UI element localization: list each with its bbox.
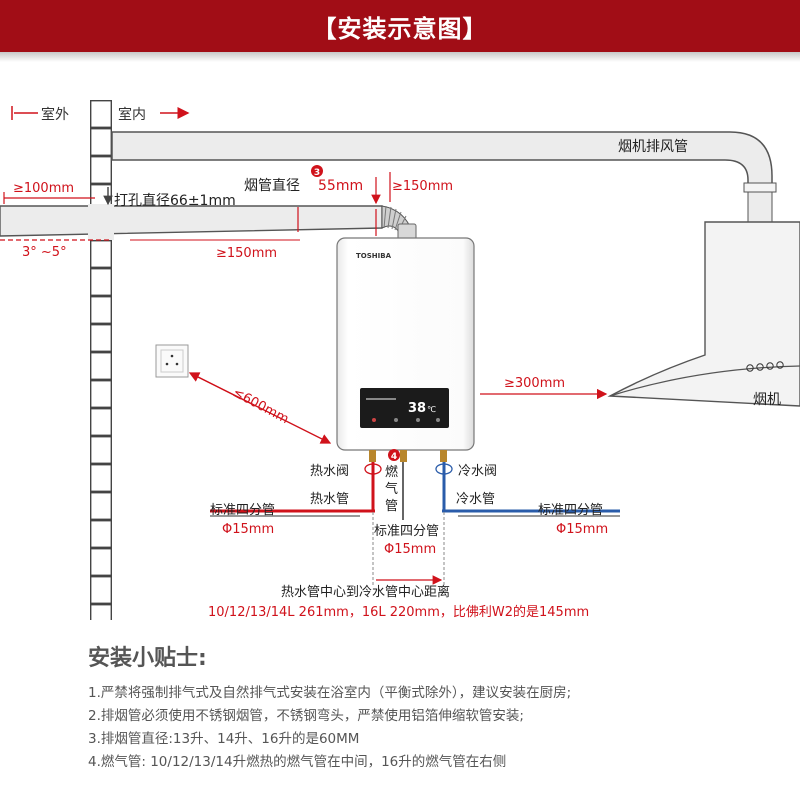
hood-label: 烟机 bbox=[753, 392, 781, 408]
left-std-dia: Φ15mm bbox=[222, 522, 274, 537]
flue-dia-value: 55mm bbox=[318, 178, 363, 194]
tip-item-4: 4.燃气管: 10/12/13/14升燃热的燃气管在中间，16升的燃气管在右侧 bbox=[88, 754, 507, 770]
center-std-dia: Φ15mm bbox=[384, 542, 436, 557]
tip-item-3: 3.排烟管直径:13升、14升、16升的是60MM bbox=[88, 731, 360, 747]
gas-fitting bbox=[400, 450, 407, 462]
center-distance-label: 热水管中心到冷水管中心距离 bbox=[281, 584, 450, 600]
outdoor-min-label: ≥100mm bbox=[13, 181, 74, 196]
display-button-4 bbox=[436, 418, 440, 422]
socket-hole-1 bbox=[170, 354, 174, 358]
hood-button-4 bbox=[776, 361, 784, 369]
flue-dia-label: 烟管直径 bbox=[244, 177, 300, 194]
gas-label-3: 管 bbox=[385, 499, 398, 514]
hood-distance-label: ≥300mm bbox=[504, 376, 565, 391]
side-clear-label: ≥150mm bbox=[216, 246, 277, 261]
gas-marker-number: 4 bbox=[391, 452, 397, 462]
tip-item-2: 2.排烟管必须使用不锈钢烟管，不锈钢弯头，严禁使用铝箔伸缩软管安装; bbox=[88, 708, 524, 724]
display-button-1 bbox=[372, 418, 376, 422]
flue-dia-marker bbox=[311, 165, 323, 177]
cold-pipe-label: 冷水管 bbox=[456, 492, 495, 507]
socket-distance-label: ≤600mm bbox=[230, 385, 291, 427]
header-banner: 【安装示意图】 bbox=[0, 0, 800, 62]
flue-dia-marker-number: 3 bbox=[314, 168, 320, 178]
center-std-label: 标准四分管 bbox=[374, 524, 439, 539]
right-std-label: 标准四分管 bbox=[538, 503, 603, 518]
flue-pipe bbox=[0, 205, 383, 237]
brand-logo: TOSHIBA bbox=[356, 252, 392, 260]
installation-diagram: 室外 室内 烟机排风管 烟机 ≥100mm 打孔直径66±1mm 烟管直径 3 … bbox=[0, 100, 800, 620]
indoor-label: 室内 bbox=[118, 106, 146, 123]
page-title: 【安装示意图】 bbox=[312, 15, 488, 43]
tips-title: 安装小贴士: bbox=[88, 646, 207, 671]
display-temperature: 38 bbox=[408, 401, 426, 416]
hood-exhaust-pipe-label: 烟机排风管 bbox=[618, 139, 688, 155]
range-hood-edge bbox=[609, 365, 800, 397]
outdoor-label: 室外 bbox=[41, 106, 69, 123]
hot-valve-label: 热水阀 bbox=[310, 464, 349, 479]
hood-duct-collar bbox=[743, 182, 777, 193]
socket-hole-3 bbox=[175, 362, 179, 366]
brick-wall bbox=[90, 100, 112, 620]
gas-label-1: 燃 bbox=[385, 464, 398, 480]
banner-shadow bbox=[0, 52, 800, 62]
top-clear-label: ≥150mm bbox=[392, 179, 453, 194]
installation-tips: 安装小贴士: 1.严禁将强制排气式及自然排气式安装在浴室内（平衡式除外），建议安… bbox=[88, 640, 788, 774]
gas-marker bbox=[388, 449, 400, 461]
flue-wall-passthrough bbox=[88, 204, 114, 240]
socket-distance-arrow-back bbox=[188, 372, 255, 406]
gas-label-2: 气 bbox=[385, 481, 398, 497]
hole-diameter-label: 打孔直径66±1mm bbox=[114, 192, 236, 209]
power-socket-inner bbox=[160, 349, 184, 373]
cold-valve-label: 冷水阀 bbox=[458, 464, 497, 479]
display-button-2 bbox=[394, 418, 398, 422]
hood-button-1 bbox=[746, 364, 754, 372]
hot-fitting bbox=[369, 450, 376, 462]
center-distance-values: 10/12/13/14L 261mm，16L 220mm，比佛利W2的是145m… bbox=[208, 604, 589, 620]
display-degree-icon: ℃ bbox=[427, 405, 436, 414]
display-button-3 bbox=[416, 418, 420, 422]
socket-hole-2 bbox=[165, 362, 169, 366]
left-std-label: 标准四分管 bbox=[210, 503, 275, 518]
cold-fitting bbox=[440, 450, 447, 462]
hood-button-3 bbox=[766, 362, 774, 370]
hood-duct-neck bbox=[747, 191, 773, 223]
slope-label: 3° ~5° bbox=[22, 245, 67, 260]
hood-button-2 bbox=[756, 363, 764, 371]
right-std-dia: Φ15mm bbox=[556, 522, 608, 537]
tip-item-1: 1.严禁将强制排气式及自然排气式安装在浴室内（平衡式除外），建议安装在厨房; bbox=[88, 685, 572, 701]
display-status-bar bbox=[366, 398, 396, 400]
range-hood bbox=[607, 221, 800, 407]
hot-pipe-label: 热水管 bbox=[310, 492, 349, 507]
